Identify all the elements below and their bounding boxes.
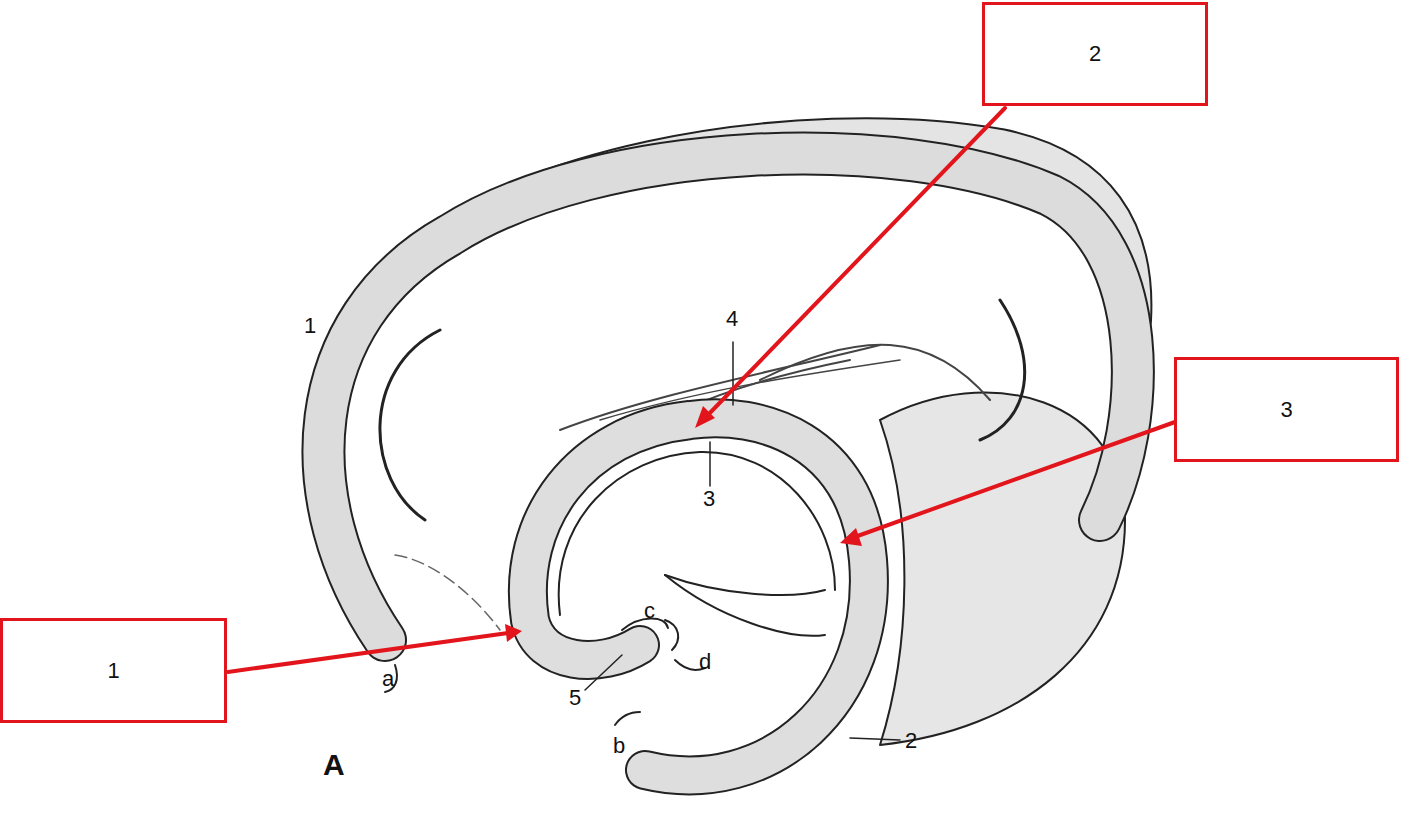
callout-number: 1 bbox=[107, 658, 119, 684]
part-label: 4 bbox=[726, 308, 738, 330]
part-label: 5 bbox=[569, 687, 581, 709]
part-label: 3 bbox=[703, 488, 715, 510]
callout-box: 1 bbox=[0, 618, 227, 723]
figure-letter: A bbox=[323, 750, 345, 780]
callout-box: 3 bbox=[1174, 357, 1399, 462]
part-label: c bbox=[644, 600, 655, 622]
part-label: b bbox=[613, 735, 625, 757]
callout-number: 2 bbox=[1089, 41, 1101, 67]
part-label: d bbox=[699, 651, 711, 673]
callout-box: 2 bbox=[982, 2, 1208, 106]
part-label: 2 bbox=[905, 730, 917, 752]
part-label: 1 bbox=[304, 315, 316, 337]
callout-number: 3 bbox=[1280, 397, 1292, 423]
part-label: a bbox=[382, 668, 394, 690]
